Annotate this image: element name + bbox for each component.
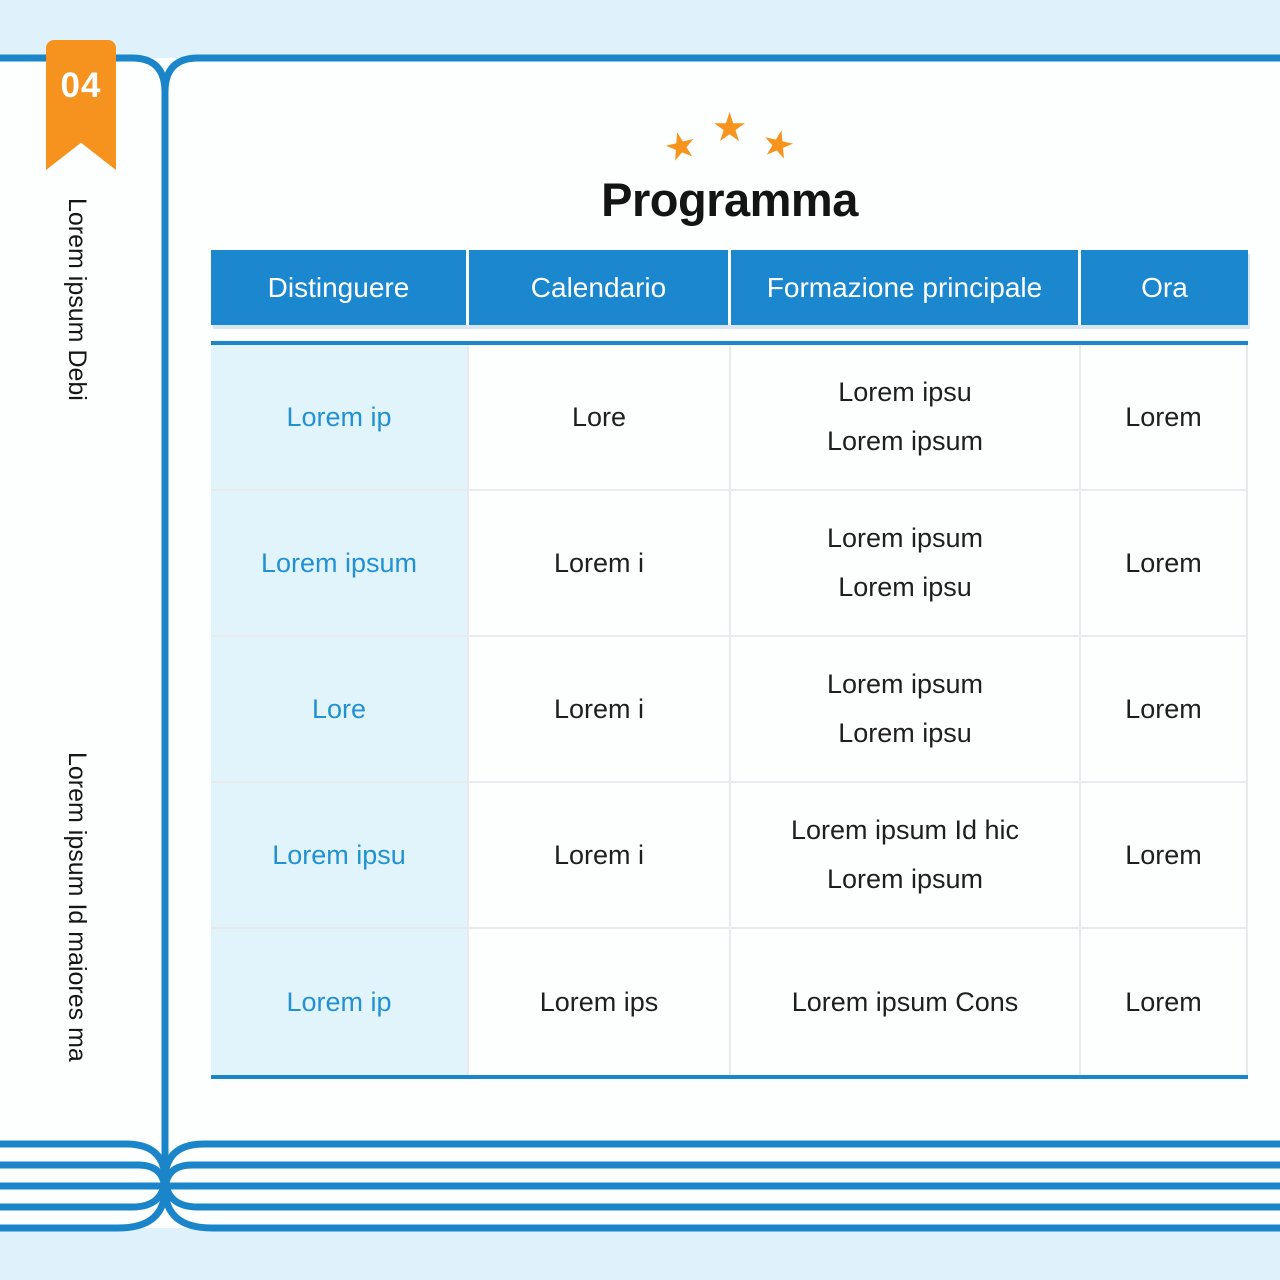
schedule-table-body: Lorem ip Lore Lorem ipsu Lorem ipsum Lor…: [211, 341, 1248, 1079]
chapter-number: 04: [60, 66, 102, 105]
table-row: Lorem ipsu Lorem i Lorem ipsum Id hic Lo…: [211, 783, 1248, 929]
margin-note-top: Lorem ipsum Debi: [63, 198, 91, 401]
cell-distinguere: Lorem ipsum: [211, 491, 469, 637]
column-header-ora: Ora: [1081, 250, 1248, 325]
cell-distinguere: Lorem ipsu: [211, 783, 469, 929]
cell-distinguere: Lore: [211, 637, 469, 783]
cell-ora: Lorem: [1081, 929, 1248, 1075]
column-header-calendario: Calendario: [469, 250, 731, 325]
table-row: Lorem ip Lorem ips Lorem ipsum Cons Lore…: [211, 929, 1248, 1075]
table-row: Lore Lorem i Lorem ipsum Lorem ipsu Lore…: [211, 637, 1248, 783]
cell-formazione: Lorem ipsu Lorem ipsum: [731, 345, 1081, 491]
star-icon: ★: [711, 105, 748, 151]
page-title: Programma: [601, 173, 858, 226]
cell-calendario: Lorem i: [469, 491, 731, 637]
schedule-table-header: Distinguere Calendario Formazione princi…: [211, 250, 1248, 325]
star-icon: ★: [659, 120, 703, 171]
cell-ora: Lorem: [1081, 783, 1248, 929]
cell-distinguere: Lorem ip: [211, 929, 469, 1075]
cell-calendario: Lorem ips: [469, 929, 731, 1075]
cell-formazione: Lorem ipsum Lorem ipsu: [731, 637, 1081, 783]
cell-calendario: Lorem i: [469, 783, 731, 929]
cell-ora: Lorem: [1081, 491, 1248, 637]
decoration-stars: ★ ★ ★: [211, 108, 1248, 171]
table-row: Lorem ip Lore Lorem ipsu Lorem ipsum Lor…: [211, 345, 1248, 491]
table-row: Lorem ipsum Lorem i Lorem ipsum Lorem ip…: [211, 491, 1248, 637]
column-header-distinguere: Distinguere: [211, 250, 469, 325]
cell-formazione: Lorem ipsum Lorem ipsu: [731, 491, 1081, 637]
column-header-formazione: Formazione principale: [731, 250, 1081, 325]
cell-calendario: Lorem i: [469, 637, 731, 783]
cell-formazione: Lorem ipsum Cons: [731, 929, 1081, 1075]
cell-distinguere: Lorem ip: [211, 345, 469, 491]
cell-ora: Lorem: [1081, 345, 1248, 491]
cell-calendario: Lore: [469, 345, 731, 491]
cell-formazione: Lorem ipsum Id hic Lorem ipsum: [731, 783, 1081, 929]
cell-ora: Lorem: [1081, 637, 1248, 783]
margin-note-bottom: Lorem ipsum Id maiores ma: [63, 752, 91, 1062]
